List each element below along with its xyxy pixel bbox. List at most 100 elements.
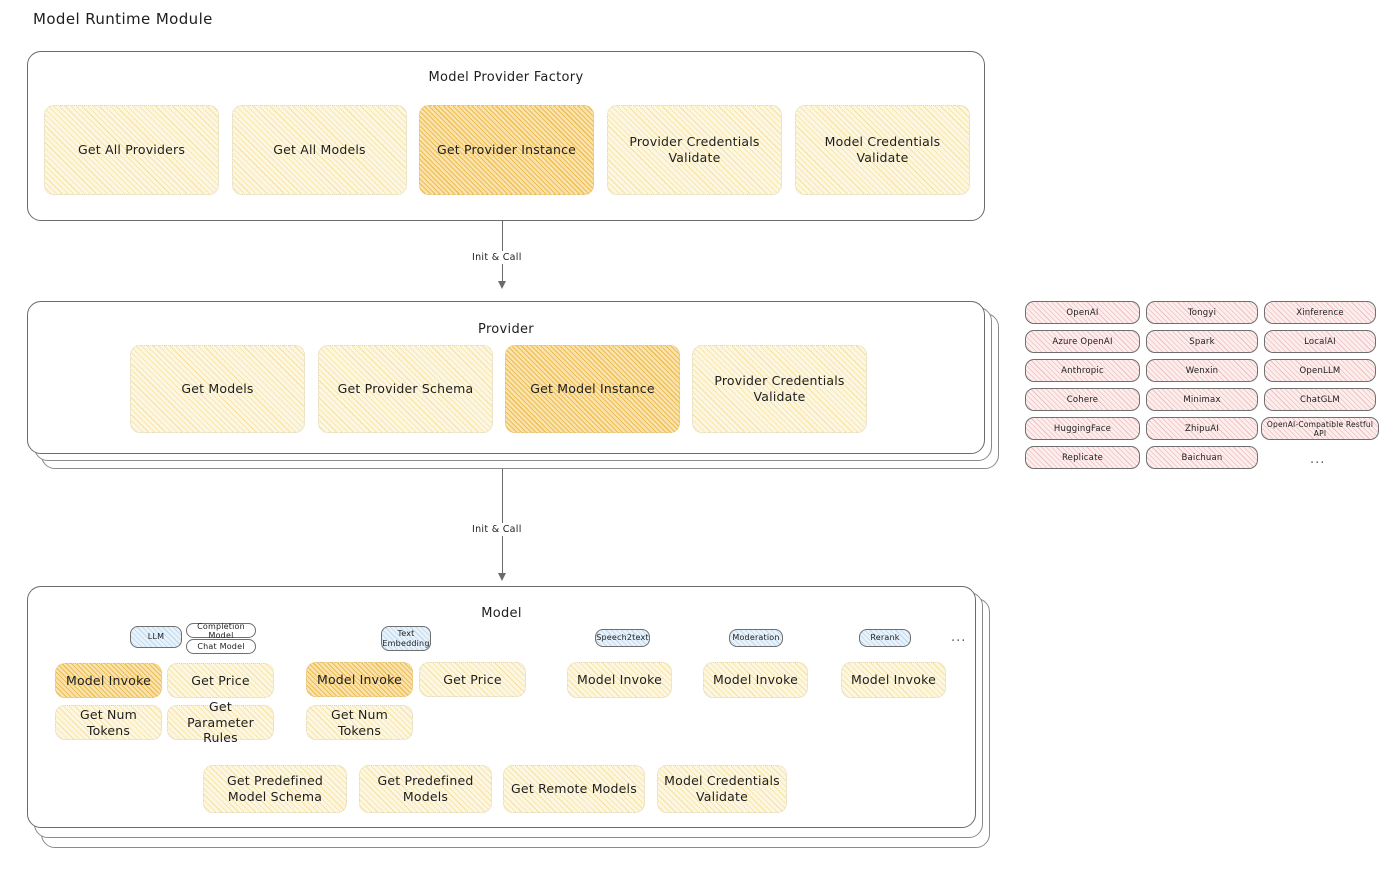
llm-method-get-num-tokens[interactable]: Get Num Tokens <box>55 705 162 740</box>
llm-method-get-parameter-rules[interactable]: Get Parameter Rules <box>167 699 274 745</box>
provider-chip-label: Anthropic <box>1061 365 1104 376</box>
model-type-label: Text Embedding <box>382 628 430 648</box>
provider-box-label: Get Model Instance <box>530 381 655 397</box>
method-label: Get Num Tokens <box>79 706 138 738</box>
speech2text-method-model-invoke[interactable]: Model Invoke <box>567 662 672 698</box>
provider-chip-chatglm[interactable]: ChatGLM <box>1264 388 1376 411</box>
provider-chip-label: Replicate <box>1061 452 1104 463</box>
rerank-method-model-invoke[interactable]: Model Invoke <box>841 662 946 698</box>
model-subtype-chip-chat-model[interactable]: Chat Model <box>186 639 256 654</box>
factory-box-label: Get Provider Instance <box>436 142 577 158</box>
provider-box-label: Get Provider Schema <box>337 381 474 397</box>
provider-chip-azure-openai[interactable]: Azure OpenAI <box>1025 330 1140 353</box>
provider-chip-replicate[interactable]: Replicate <box>1025 446 1140 469</box>
provider-box-label: Provider Credentials Validate <box>714 373 845 404</box>
factory-box-label: Provider Credentials Validate <box>629 134 760 165</box>
page-title: Model Runtime Module <box>33 10 213 28</box>
provider-chip-anthropic[interactable]: Anthropic <box>1025 359 1140 382</box>
provider-chip-label: HuggingFace <box>1053 423 1112 434</box>
model-subtype-chip-completion-model[interactable]: Completion Model <box>186 621 256 640</box>
model-subtype-label: Chat Model <box>197 642 245 651</box>
provider-chip-spark[interactable]: Spark <box>1146 330 1258 353</box>
provider-chip-openai-compatible-restful-api[interactable]: OpenAI-Compatible Restful API <box>1261 417 1379 440</box>
factory-box-get-all-models[interactable]: Get All Models <box>232 105 407 195</box>
method-label: Model Invoke <box>316 671 403 687</box>
provider-chip-huggingface[interactable]: HuggingFace <box>1025 417 1140 440</box>
section-title-factory: Model Provider Factory <box>428 70 584 85</box>
factory-box-get-provider-instance[interactable]: Get Provider Instance <box>419 105 594 195</box>
method-label: Get Remote Models <box>511 781 637 797</box>
section-title-model: Model <box>481 606 522 621</box>
model-type-chip-moderation[interactable]: Moderation <box>729 629 783 647</box>
provider-chip-label: Azure OpenAI <box>1052 336 1113 347</box>
provider-chip-xinference[interactable]: Xinference <box>1264 301 1376 324</box>
provider-chip-label: Cohere <box>1066 394 1099 405</box>
provider-chip-label: Baichuan <box>1181 452 1223 463</box>
connector-2-line <box>502 469 504 575</box>
provider-chip-label: Minimax <box>1183 394 1221 405</box>
model-types-more-marker: ... <box>951 630 967 645</box>
method-label: Model Invoke <box>850 672 937 688</box>
provider-chip-label: Wenxin <box>1185 365 1219 376</box>
model-type-label: Moderation <box>732 633 780 643</box>
provider-chip-label: LocalAI <box>1304 336 1336 347</box>
provider-chip-label: ZhipuAI <box>1184 423 1220 434</box>
provider-chip-label: OpenLLM <box>1299 365 1341 376</box>
provider-chip-openai[interactable]: OpenAI <box>1025 301 1140 324</box>
factory-box-label: Get All Providers <box>77 142 186 158</box>
provider-box-get-models[interactable]: Get Models <box>130 345 305 433</box>
provider-box-get-provider-schema[interactable]: Get Provider Schema <box>318 345 493 433</box>
model-type-chip-rerank[interactable]: Rerank <box>859 629 911 647</box>
provider-chip-label: ChatGLM <box>1300 394 1340 405</box>
provider-chip-label: Spark <box>1189 336 1215 347</box>
provider-chip-label: Xinference <box>1296 307 1344 318</box>
factory-box-provider-credentials-validate[interactable]: Provider Credentials Validate <box>607 105 782 195</box>
model-common-model-credentials-validate[interactable]: Model Credentials Validate <box>657 765 787 813</box>
factory-box-label: Model Credentials Validate <box>824 134 941 165</box>
method-label: Get Price <box>443 671 502 687</box>
method-label: Get Parameter Rules <box>187 699 254 746</box>
provider-chip-label: OpenAI <box>1066 307 1099 318</box>
model-common-get-predefined-model-schema[interactable]: Get Predefined Model Schema <box>203 765 347 813</box>
connector-1-label: Init & Call <box>468 251 526 264</box>
provider-box-provider-credentials-validate[interactable]: Provider Credentials Validate <box>692 345 867 433</box>
model-subtype-label: Completion Model <box>197 621 245 640</box>
method-label: Model Invoke <box>712 672 799 688</box>
text-embedding-method-model-invoke[interactable]: Model Invoke <box>306 662 413 697</box>
provider-chip-label: Tongyi <box>1187 307 1217 318</box>
connector-2-arrowhead <box>498 573 506 581</box>
provider-chip-wenxin[interactable]: Wenxin <box>1146 359 1258 382</box>
model-type-chip-speech2text[interactable]: Speech2text <box>595 629 650 647</box>
provider-chip-minimax[interactable]: Minimax <box>1146 388 1258 411</box>
provider-chip-label: OpenAI-Compatible Restful API <box>1266 419 1374 438</box>
method-label: Get Predefined Model Schema <box>227 773 323 804</box>
model-type-label: LLM <box>147 632 165 642</box>
connector-1-arrowhead <box>498 281 506 289</box>
text-embedding-method-get-num-tokens[interactable]: Get Num Tokens <box>306 705 413 740</box>
provider-chip-localai[interactable]: LocalAI <box>1264 330 1376 353</box>
model-type-chip-text-embedding[interactable]: Text Embedding <box>381 626 431 651</box>
provider-list-more-marker: ... <box>1310 452 1326 467</box>
factory-box-model-credentials-validate[interactable]: Model Credentials Validate <box>795 105 970 195</box>
model-common-get-remote-models[interactable]: Get Remote Models <box>503 765 645 813</box>
llm-method-model-invoke[interactable]: Model Invoke <box>55 663 162 698</box>
provider-chip-openllm[interactable]: OpenLLM <box>1264 359 1376 382</box>
model-common-get-predefined-models[interactable]: Get Predefined Models <box>359 765 492 813</box>
text-embedding-method-get-price[interactable]: Get Price <box>419 662 526 697</box>
moderation-method-model-invoke[interactable]: Model Invoke <box>703 662 808 698</box>
provider-box-get-model-instance[interactable]: Get Model Instance <box>505 345 680 433</box>
model-type-label: Speech2text <box>596 633 649 643</box>
model-type-chip-llm[interactable]: LLM <box>130 626 182 648</box>
factory-box-get-all-providers[interactable]: Get All Providers <box>44 105 219 195</box>
provider-box-label: Get Models <box>181 381 254 397</box>
method-label: Model Invoke <box>576 672 663 688</box>
provider-chip-zhipuai[interactable]: ZhipuAI <box>1146 417 1258 440</box>
provider-chip-baichuan[interactable]: Baichuan <box>1146 446 1258 469</box>
provider-chip-tongyi[interactable]: Tongyi <box>1146 301 1258 324</box>
method-label: Get Price <box>191 672 250 688</box>
provider-chip-cohere[interactable]: Cohere <box>1025 388 1140 411</box>
llm-method-get-price[interactable]: Get Price <box>167 663 274 698</box>
method-label: Get Predefined Models <box>377 773 474 804</box>
connector-2-label: Init & Call <box>468 523 526 536</box>
